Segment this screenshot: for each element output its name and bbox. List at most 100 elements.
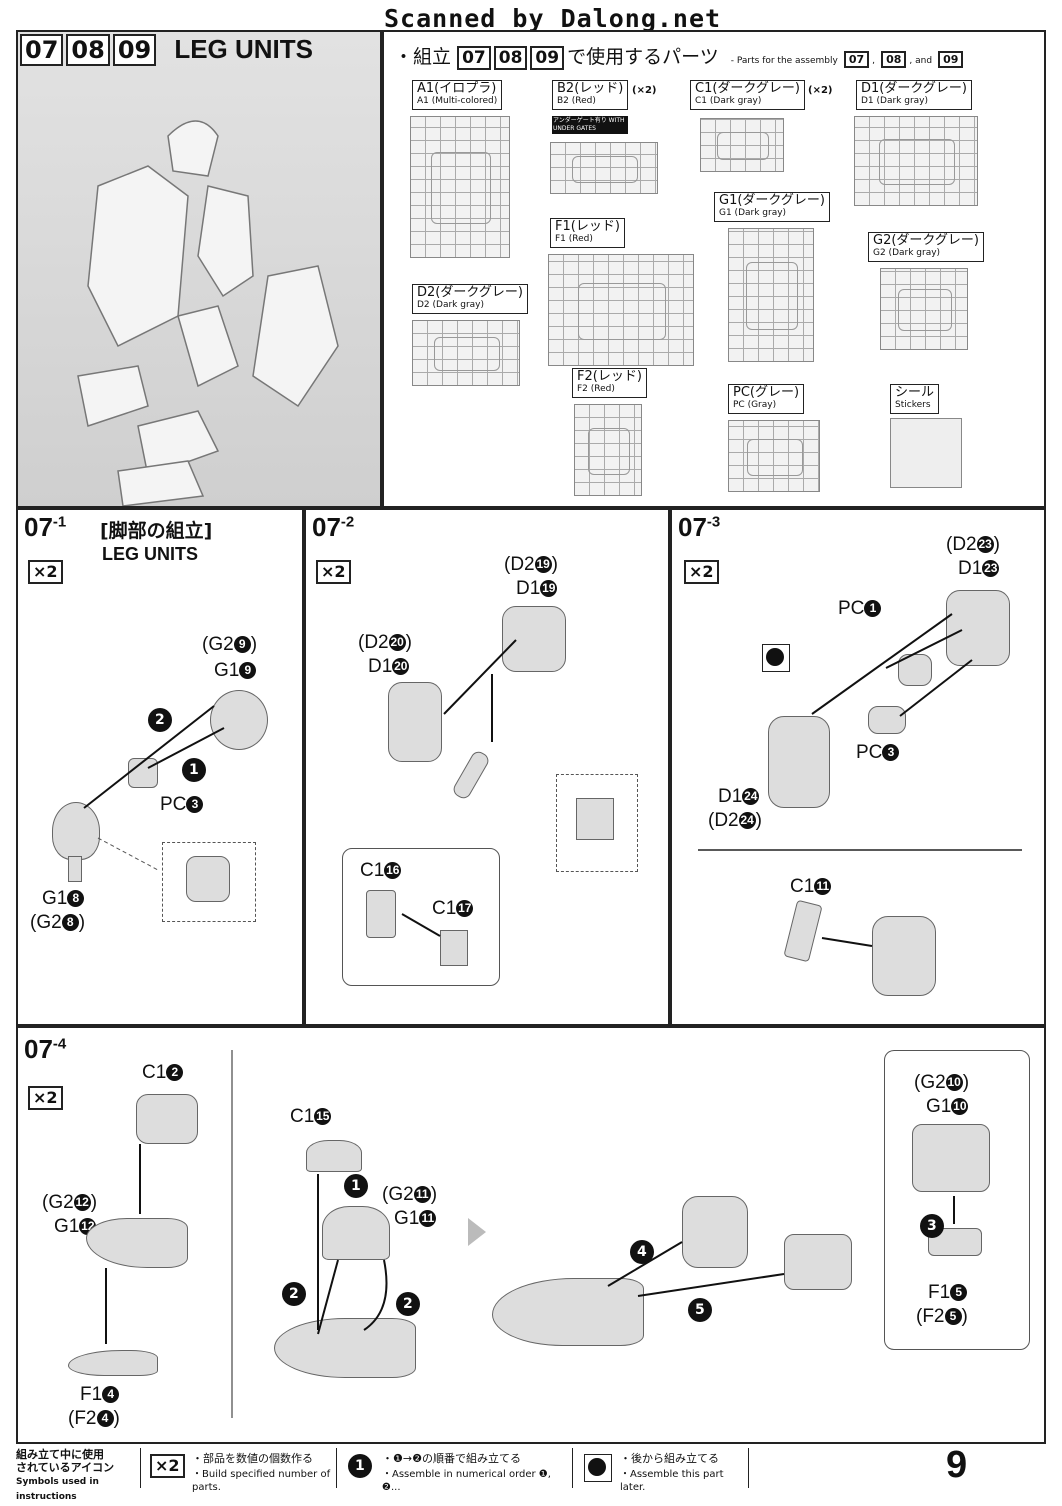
legend-later-jp: ・後から組み立てる xyxy=(620,1452,719,1465)
part-g1-10 xyxy=(912,1124,990,1192)
step-num-07: 07 xyxy=(20,34,64,66)
legend-order-en: ・Assemble in numerical order ❶, ❷... xyxy=(382,1469,551,1493)
runner-f1 xyxy=(548,254,694,366)
part-foot-assembled xyxy=(492,1278,644,1346)
panel-07-1-arrows xyxy=(83,705,225,871)
detail-box-pc xyxy=(162,842,256,922)
footer-legend: 組み立て中に使用 されているアイコン Symbols used in instr… xyxy=(16,1448,1046,1502)
panel-07-1-label: 07-1 xyxy=(24,512,67,542)
watermark: Scanned by Dalong.net xyxy=(384,4,722,33)
panel-07-3-arrows xyxy=(698,613,1022,947)
parts-step-09-en: 09 xyxy=(938,51,964,68)
parts-step-08: 08 xyxy=(493,46,528,70)
part-c1-16 xyxy=(366,890,396,938)
step-num-09: 09 xyxy=(112,34,157,66)
qty-badge: ×2 xyxy=(28,1086,63,1110)
runner-d1 xyxy=(854,116,978,206)
part-shaft-detail xyxy=(576,798,614,840)
runner-pc xyxy=(728,420,820,492)
part-g1-9 xyxy=(210,690,268,750)
runner-f2 xyxy=(574,404,642,496)
parts-heading-and: and xyxy=(915,56,933,66)
runner-tag-c1: C1(ダークグレー)C1 (Dark gray) xyxy=(690,80,805,110)
qty-badge: ×2 xyxy=(316,560,351,584)
runner-tag-d1: D1(ダークグレー)D1 (Dark gray) xyxy=(856,80,972,110)
qty-badge: ×2 xyxy=(28,560,63,584)
page-number: 9 xyxy=(946,1444,968,1486)
part-g1-11 xyxy=(322,1206,390,1260)
panel-07-1-title-en: LEG UNITS xyxy=(102,544,199,564)
runner-tag-a1: A1(イロプラ)A1 (Multi-colored) xyxy=(412,80,503,110)
legend-later-icon xyxy=(584,1454,612,1482)
panel-07-2-arrows xyxy=(401,639,517,937)
legend-x2-jp: ・部品を数値の個数作る xyxy=(192,1452,313,1465)
part-c1-17 xyxy=(440,930,468,966)
parts-step-08-en: 08 xyxy=(881,51,907,68)
part-pc-detail xyxy=(186,856,230,902)
runner-tag-b2: B2(レッド)B2 (Red) xyxy=(552,80,629,110)
part-c1-15 xyxy=(306,1140,362,1172)
legend-x2-en: ・Build specified number of parts. xyxy=(192,1469,331,1493)
part-d1-23 xyxy=(946,590,1010,666)
part-d1-20 xyxy=(388,682,442,762)
runner-note-b2: アンダーゲート有り WITH UNDER GATES xyxy=(552,116,628,134)
step-num-08: 08 xyxy=(66,34,110,66)
legend-x2: ×2 ・部品を数値の個数作る ・Build specified number o… xyxy=(140,1448,337,1493)
parts-step-09: 09 xyxy=(530,46,565,70)
part-g1-8-stem xyxy=(68,856,82,882)
panel-07-4-label: 07-4 xyxy=(24,1034,67,1064)
runner-b2 xyxy=(550,142,658,194)
legend-x2-icon: ×2 xyxy=(150,1454,185,1478)
legend-later-en: ・Assemble this part later. xyxy=(620,1469,724,1493)
runner-d2 xyxy=(412,320,520,386)
runner-tag-g1: G1(ダークグレー)G1 (Dark gray) xyxy=(714,192,830,222)
panel-07-4-arrows xyxy=(105,1050,955,1418)
parts-step-07: 07 xyxy=(457,46,491,70)
leg-exploded-illustration xyxy=(77,120,339,506)
assemble-later-icon xyxy=(762,644,790,672)
runner-tag-g2: G2(ダークグレー)G2 (Dark gray) xyxy=(868,232,984,262)
runner-tag-f2: F2(レッド)F2 (Red) xyxy=(572,368,647,398)
legend-order-icon: 1 xyxy=(343,1449,377,1483)
parts-heading-jp: 組立 xyxy=(413,46,452,68)
qty-badge: ×2 xyxy=(684,560,719,584)
part-c1-2 xyxy=(136,1094,198,1144)
part-pc-3 xyxy=(868,706,906,734)
legend-later: ・後から組み立てる ・Assemble this part later. xyxy=(572,1448,749,1493)
legend-heading: 組み立て中に使用 されているアイコン Symbols used in instr… xyxy=(16,1448,141,1502)
part-d1-assembled xyxy=(872,916,936,996)
legend-order-jp: ・❶→❷の順番で組み立てる xyxy=(382,1452,521,1465)
legend-order: 1 ・❶→❷の順番で組み立てる ・Assemble in numerical o… xyxy=(336,1448,573,1493)
part-leg-foot xyxy=(274,1318,416,1378)
